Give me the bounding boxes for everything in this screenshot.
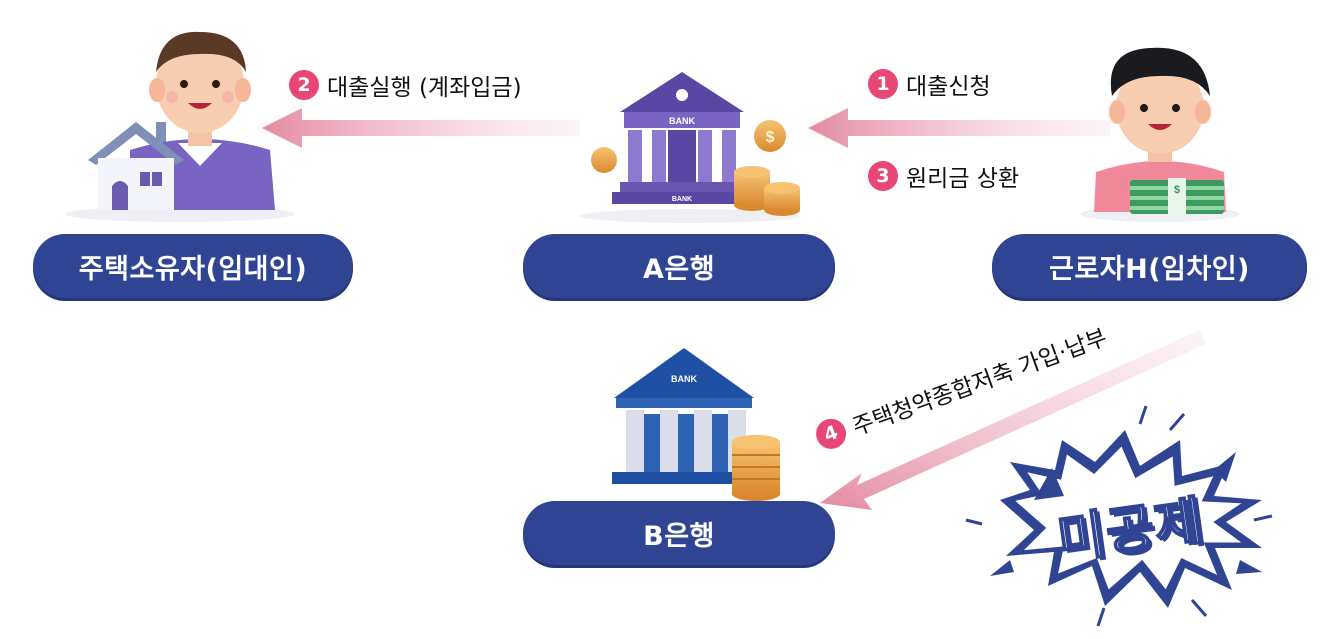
node-worker: 근로자H(임차인) [992,234,1307,298]
step-2-badge: 2 [289,70,319,100]
step-3-badge: 3 [868,161,898,191]
arrow-step-1 [808,108,1110,148]
dollar-coin-icon: $ [766,129,775,146]
node-bank-b: B은행 [523,501,835,565]
step-1-badge: 1 [868,69,898,99]
house-icon [88,122,184,210]
bank-a-icon: BANK BANK $ [580,72,800,223]
bank-b-icon: BANK [612,348,780,501]
bank-a-sign: BANK [669,116,695,126]
step-3-text: 원리금 상환 [906,166,1020,192]
svg-text:$: $ [1174,184,1180,196]
step-2-text: 대출실행 (계좌입금) [327,75,522,101]
burst-shape [965,405,1273,627]
step-1-text: 대출신청 [906,74,991,100]
node-owner: 주택소유자(임대인) [33,234,353,298]
step-3-label: 3 원리금 상환 [868,159,1019,193]
step-1-label: 1 대출신청 [868,67,991,101]
arrow-step-4 [820,330,1206,510]
bank-a-base-sign: BANK [672,196,692,203]
node-bank-a: A은행 [523,234,835,298]
bank-b-sign: BANK [671,374,697,384]
arrow-step-2 [262,108,580,148]
cash-stack-icon: $ [1130,178,1224,216]
step-2-label: 2 대출실행 (계좌입금) [289,68,522,102]
